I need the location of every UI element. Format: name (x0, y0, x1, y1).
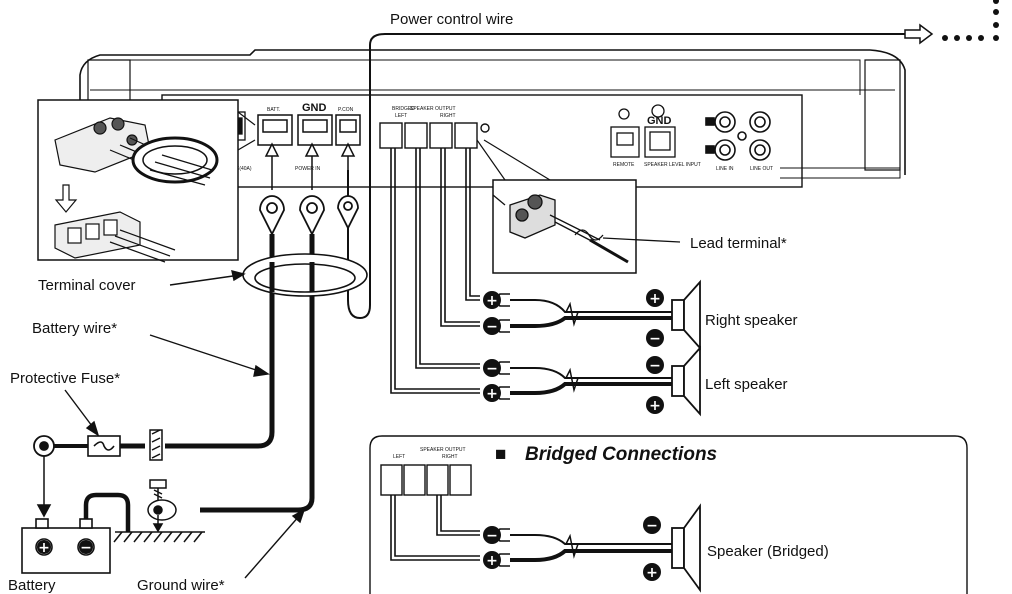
svg-text:+: + (486, 386, 498, 402)
ground-wire-pointer (244, 508, 306, 579)
battery-label: Battery (8, 577, 56, 594)
fork-terminals (496, 293, 510, 400)
svg-text:+: + (646, 565, 658, 581)
grommet (149, 429, 163, 461)
battery-down-arrow (36, 456, 52, 518)
battery-wire-label: Battery wire* (32, 320, 117, 337)
right-speaker-leads (510, 299, 672, 328)
power-control-wire-label: Power control wire (390, 11, 513, 28)
power-terminal-block (257, 114, 361, 146)
ground-wire-label: Ground wire* (137, 577, 225, 594)
speaker-wires (390, 148, 480, 394)
bridged-speaker-icon (671, 503, 701, 593)
terminal-cover-label: Terminal cover (38, 277, 136, 294)
svg-text:−: − (649, 331, 661, 347)
lead-terminal-inset (492, 179, 637, 274)
bridged-speaker-minus-icon: − (643, 516, 661, 534)
fuse-label: FUSE(40A) (226, 166, 252, 172)
remote-label: REMOTE (613, 162, 635, 168)
remote-connector (610, 104, 676, 158)
fuse-pointer (64, 389, 100, 437)
ground-wire (200, 234, 315, 513)
speaker-output-label: SPEAKER OUTPUT (410, 106, 456, 112)
right-speaker-minus-icon: − (646, 329, 664, 347)
left-speaker-label: Left speaker (705, 376, 788, 393)
svg-text:−: − (486, 361, 498, 377)
svg-text:+: + (38, 540, 50, 556)
power-in-label: POWER IN (295, 166, 321, 172)
battery-ring-terminal (33, 435, 62, 457)
power-control-wire (347, 33, 905, 320)
svg-text:−: − (486, 528, 498, 544)
svg-text:+: + (649, 291, 661, 307)
battery-icon (21, 518, 111, 574)
gnd-terminal-label: GND (302, 102, 327, 114)
terminal-arrows (264, 142, 356, 190)
battery-wire-pointer (149, 334, 270, 377)
bridged-right-label: RIGHT (442, 454, 458, 460)
protective-fuse-label: Protective Fuse* (10, 370, 120, 387)
continuation-dots-icon (942, 0, 999, 41)
bridged-left-label: LEFT (393, 454, 405, 460)
right-speaker-icon (671, 279, 701, 351)
svg-text:+: + (486, 553, 498, 569)
svg-text:−: − (486, 319, 498, 335)
pcon-terminal-label: P.CON (338, 107, 354, 113)
gnd-input-label: GND (647, 115, 672, 127)
bridged-speaker-label: Speaker (Bridged) (707, 543, 829, 560)
bridged-leads (510, 533, 672, 562)
bridged-connections-panel (369, 435, 968, 594)
svg-text:+: + (649, 398, 661, 414)
battery-ground-cable (83, 492, 131, 532)
inline-fuse (60, 435, 145, 457)
svg-text:−: − (649, 358, 661, 374)
bridged-square-icon: ■ (495, 444, 506, 465)
batt-terminal-label: BATT. (267, 107, 280, 113)
lead-terminal-label: Lead terminal* (690, 235, 787, 252)
bridged-output-block (380, 464, 472, 496)
svg-text:−: − (646, 518, 658, 534)
bridged-speaker-output-label: SPEAKER OUTPUT (420, 447, 466, 453)
ring-terminals (259, 195, 359, 237)
line-in-label: LINE IN (716, 166, 734, 172)
chassis-ground-icon (113, 531, 205, 543)
continuation-arrow-icon (904, 23, 934, 45)
bridged-wires (390, 495, 480, 561)
terminal-detail-inset (37, 99, 239, 263)
left-speaker-minus-icon: − (646, 356, 664, 374)
terminal-cover-pointer (169, 270, 246, 286)
right-plus-icon: + (483, 291, 501, 309)
left-channel-label: LEFT (395, 113, 407, 119)
right-speaker-plus-icon: + (646, 289, 664, 307)
line-out-label: LINE OUT (750, 166, 773, 172)
rca-jacks (705, 111, 771, 161)
bridged-mark-label: BRIDGED (392, 106, 415, 112)
ground-bolt-icon (147, 479, 177, 533)
left-speaker-leads (510, 367, 672, 395)
left-plus-icon: + (483, 384, 501, 402)
battery-plus-icon: + (37, 540, 51, 556)
bridged-connections-title: Bridged Connections (525, 444, 717, 465)
battery-minus-icon: − (79, 540, 93, 556)
bridged-speaker-plus-icon: + (643, 563, 661, 581)
left-speaker-icon (671, 345, 701, 417)
left-minus-icon: − (483, 359, 501, 377)
speaker-level-input-label: SPEAKER LEVEL INPUT (644, 162, 701, 168)
svg-text:−: − (80, 540, 92, 556)
right-speaker-label: Right speaker (705, 312, 798, 329)
right-channel-label: RIGHT (440, 113, 456, 119)
bridged-plus-icon: + (483, 551, 501, 569)
left-speaker-plus-icon: + (646, 396, 664, 414)
right-minus-icon: − (483, 317, 501, 335)
svg-text:+: + (486, 293, 498, 309)
speaker-output-block (379, 122, 490, 149)
terminal-cover (242, 253, 368, 297)
bridged-minus-icon: − (483, 526, 501, 544)
